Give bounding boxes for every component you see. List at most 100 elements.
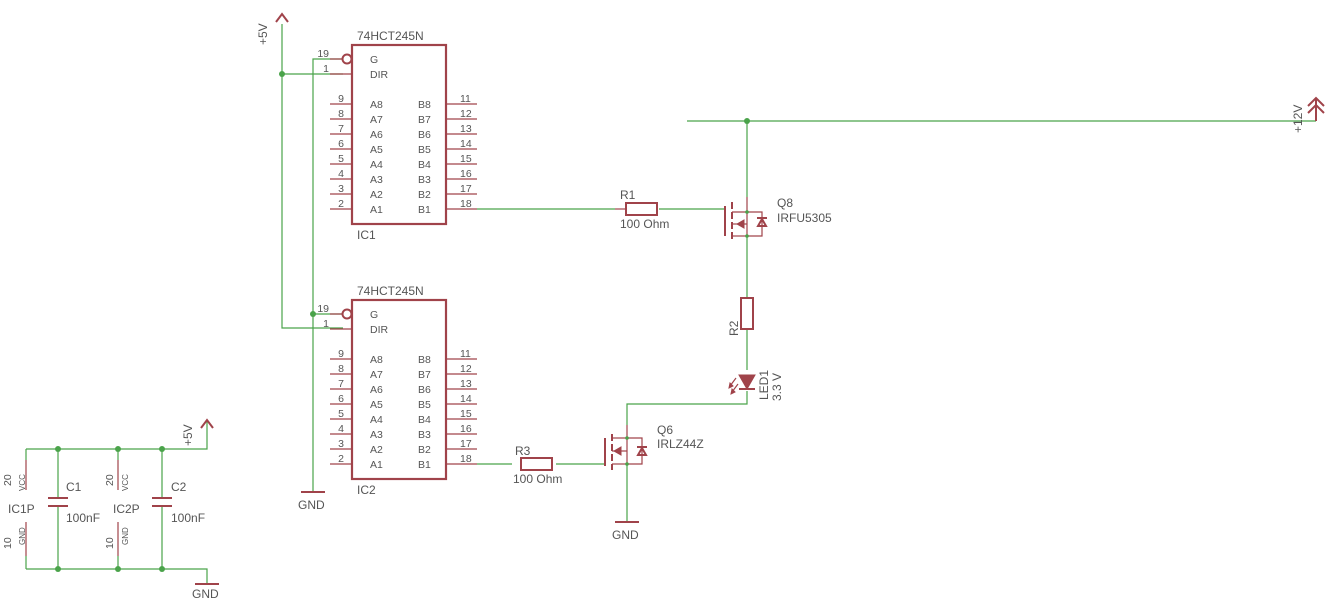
capacitor-c1[interactable]: C1 100nF [48,480,100,525]
gnd-caps-symbol[interactable]: GND [192,583,219,601]
junction-dot [115,446,121,452]
pin-number: 18 [460,453,472,465]
mosfet-q6[interactable]: Q6 IRLZ44Z [604,423,704,470]
r1-ref-label: R1 [620,188,636,202]
supply-arrow-icon [200,418,214,429]
q6-arrow-icon [612,446,622,456]
pin-number: 2 [338,453,344,465]
ic1p-gnd-num: 10 [2,537,14,549]
ic1p-power-block[interactable]: 20 VCC IC1P 10 GND [2,460,35,556]
vcc-5v-top-symbol[interactable]: +5V [256,12,289,45]
resistor-r2[interactable]: R2 [727,297,754,336]
gnd-ic-label: GND [298,498,325,512]
pin-name: G [370,309,378,321]
wire-caps-gnd [26,568,208,584]
ic1-part-label: 74HCT245N [357,29,424,43]
ic2p-power-block[interactable]: 20 VCC IC2P 10 GND [104,460,140,556]
pin-number: 15 [460,153,472,165]
supply-arrow-icon [275,12,289,23]
ic2p-vcc-num: 20 [104,474,116,486]
inversion-bubble-icon [341,53,353,65]
ic2p-ref-label: IC2P [113,502,140,516]
pin-number: 17 [460,183,472,195]
junction-dot [55,566,61,572]
pin-number: 8 [338,108,344,120]
pin-name: A2 [370,189,383,201]
r1-value-label: 100 Ohm [620,217,669,231]
resistor-icon [520,457,553,471]
pin-number: 6 [338,138,344,150]
capacitor-c2[interactable]: C2 100nF [152,480,205,525]
v12-label: +12V [1291,105,1305,133]
mosfet-q8[interactable]: Q8 IRFU5305 [724,196,832,242]
q8-ref-label: Q8 [777,196,793,210]
body-diode-icon [636,445,648,456]
pin-number: 2 [338,198,344,210]
pin-number: 17 [460,438,472,450]
pin-number: 19 [317,303,329,315]
junction-dot [625,462,629,466]
vcc-5v-top-label: +5V [256,23,270,45]
pin-number: 1 [323,63,329,75]
double-arrow-icon [1307,96,1325,107]
v12-symbol[interactable]: +12V [1291,96,1325,133]
pin-name: A5 [370,144,383,156]
pin-name: A1 [370,204,383,216]
led1-ref-label: LED1 [757,370,771,400]
pin-name: B5 [418,399,431,411]
pin-name: A7 [370,369,383,381]
junction-dot [159,566,165,572]
pin-number: 14 [460,138,472,150]
inversion-bubble-icon [341,308,353,320]
resistor-r3[interactable]: R3 100 Ohm [513,444,562,486]
resistor-icon [740,297,754,330]
pin-name: B4 [418,159,431,171]
pin-number: 11 [460,93,471,105]
junction-dot [745,234,749,238]
gnd-caps-label: GND [192,587,219,601]
pin-name: B1 [418,204,431,216]
ic2p-gnd-name: GND [121,527,130,545]
gnd-q6-symbol[interactable]: GND [612,521,639,542]
pin-name: A6 [370,129,383,141]
led1[interactable]: LED1 3.3 V [728,370,784,401]
pin-name: B3 [418,429,431,441]
pin-name: A3 [370,429,383,441]
resistor-r1[interactable]: R1 100 Ohm [615,188,669,231]
ic1-body [350,43,448,226]
pin-name: B5 [418,144,431,156]
r2-ref-label: R2 [727,320,741,336]
c1-value-label: 100nF [66,511,100,525]
pin-number: 19 [317,48,329,60]
pin-number: 14 [460,393,472,405]
ic1-ref-label: IC1 [357,228,376,242]
pin-number: 15 [460,408,472,420]
q8-arrow-icon [735,219,745,229]
gnd-ic-symbol[interactable]: GND [298,491,325,512]
junction-dot [55,446,61,452]
vcc-5v-caps-symbol[interactable]: +5V [181,418,214,446]
wires [25,24,1316,584]
